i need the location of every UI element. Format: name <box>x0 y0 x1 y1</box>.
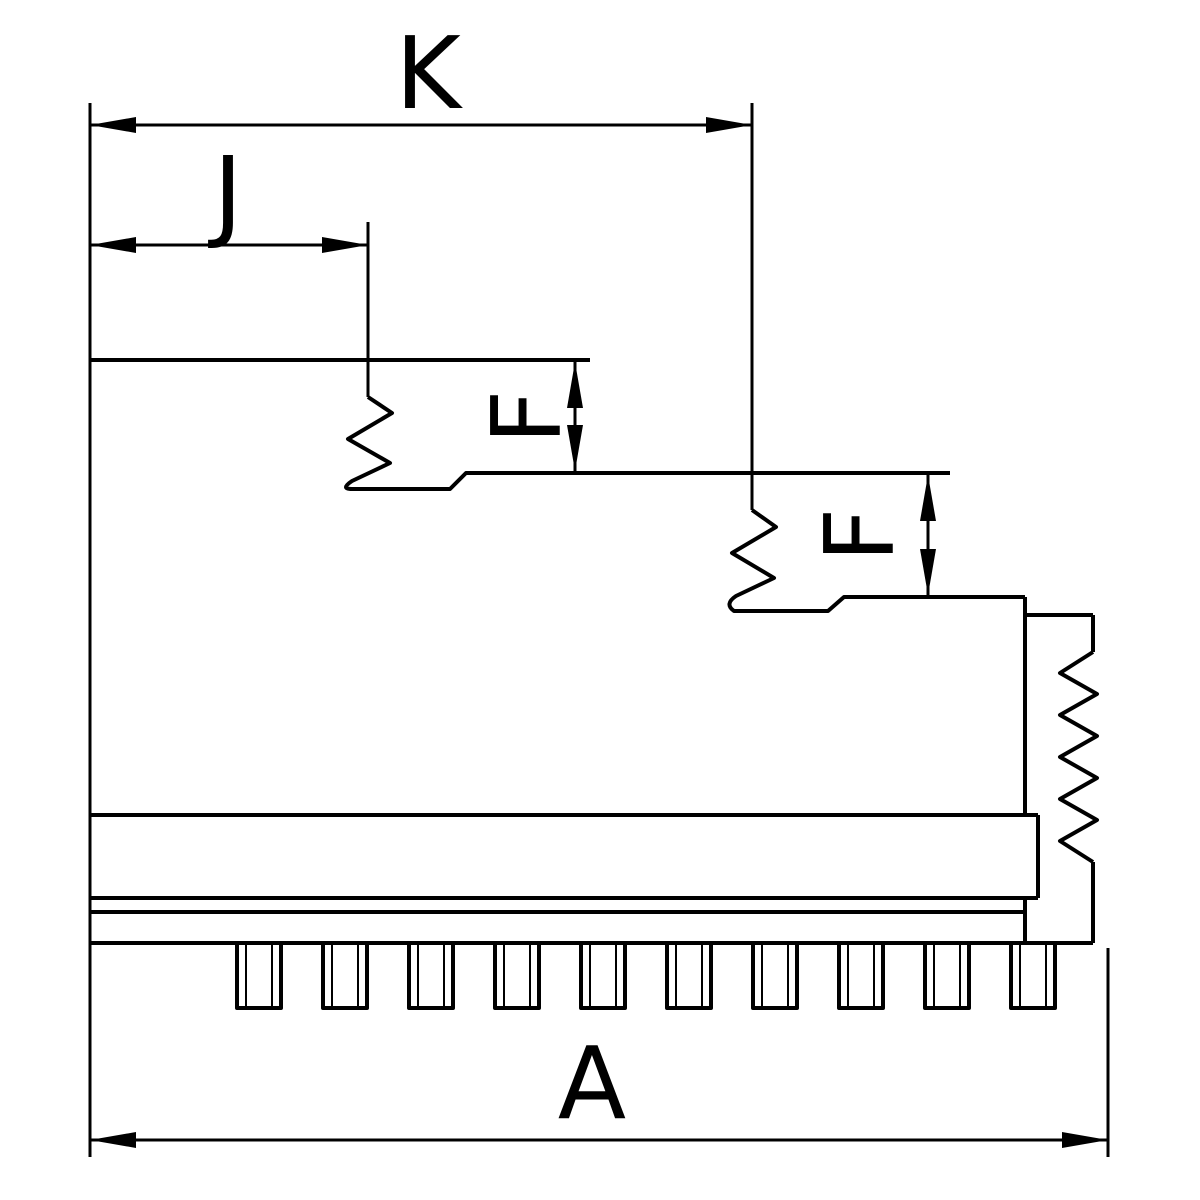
part-outline-group <box>90 358 1099 1010</box>
a-dimension-label: A <box>558 1025 626 1142</box>
bottom-rack-teeth <box>235 943 1057 1010</box>
f-upper-arrow-top <box>567 362 583 408</box>
a-arrow-left <box>90 1132 136 1148</box>
extension-lines-group <box>88 103 1110 1157</box>
k-dimension-label: K <box>395 15 463 132</box>
f-lower-arrow-bottom <box>920 549 936 595</box>
j-arrow-right <box>322 237 368 253</box>
f-upper-arrow-bottom <box>567 425 583 471</box>
k-arrow-left <box>90 117 136 133</box>
dimension-j-group: J <box>90 135 368 253</box>
j-dimension-label: J <box>207 135 243 252</box>
j-arrow-left <box>90 237 136 253</box>
dimension-a-group: A <box>90 1025 1108 1148</box>
step1-serration-profile <box>344 395 950 491</box>
dimension-k-group: K <box>90 15 752 133</box>
bottom-rack-teeth-inner-walls <box>245 943 1047 1008</box>
dimension-f-upper-group: F <box>473 362 583 471</box>
f-lower-arrow-top <box>920 475 936 521</box>
f-upper-dimension-label: F <box>473 390 583 445</box>
a-arrow-right <box>1062 1132 1108 1148</box>
f-lower-dimension-label: F <box>806 508 916 563</box>
back-serration-zigzag <box>1058 650 1099 864</box>
step2-serration-profile <box>727 508 1025 613</box>
dimension-f-lower-group: F <box>806 475 936 595</box>
k-arrow-right <box>706 117 752 133</box>
